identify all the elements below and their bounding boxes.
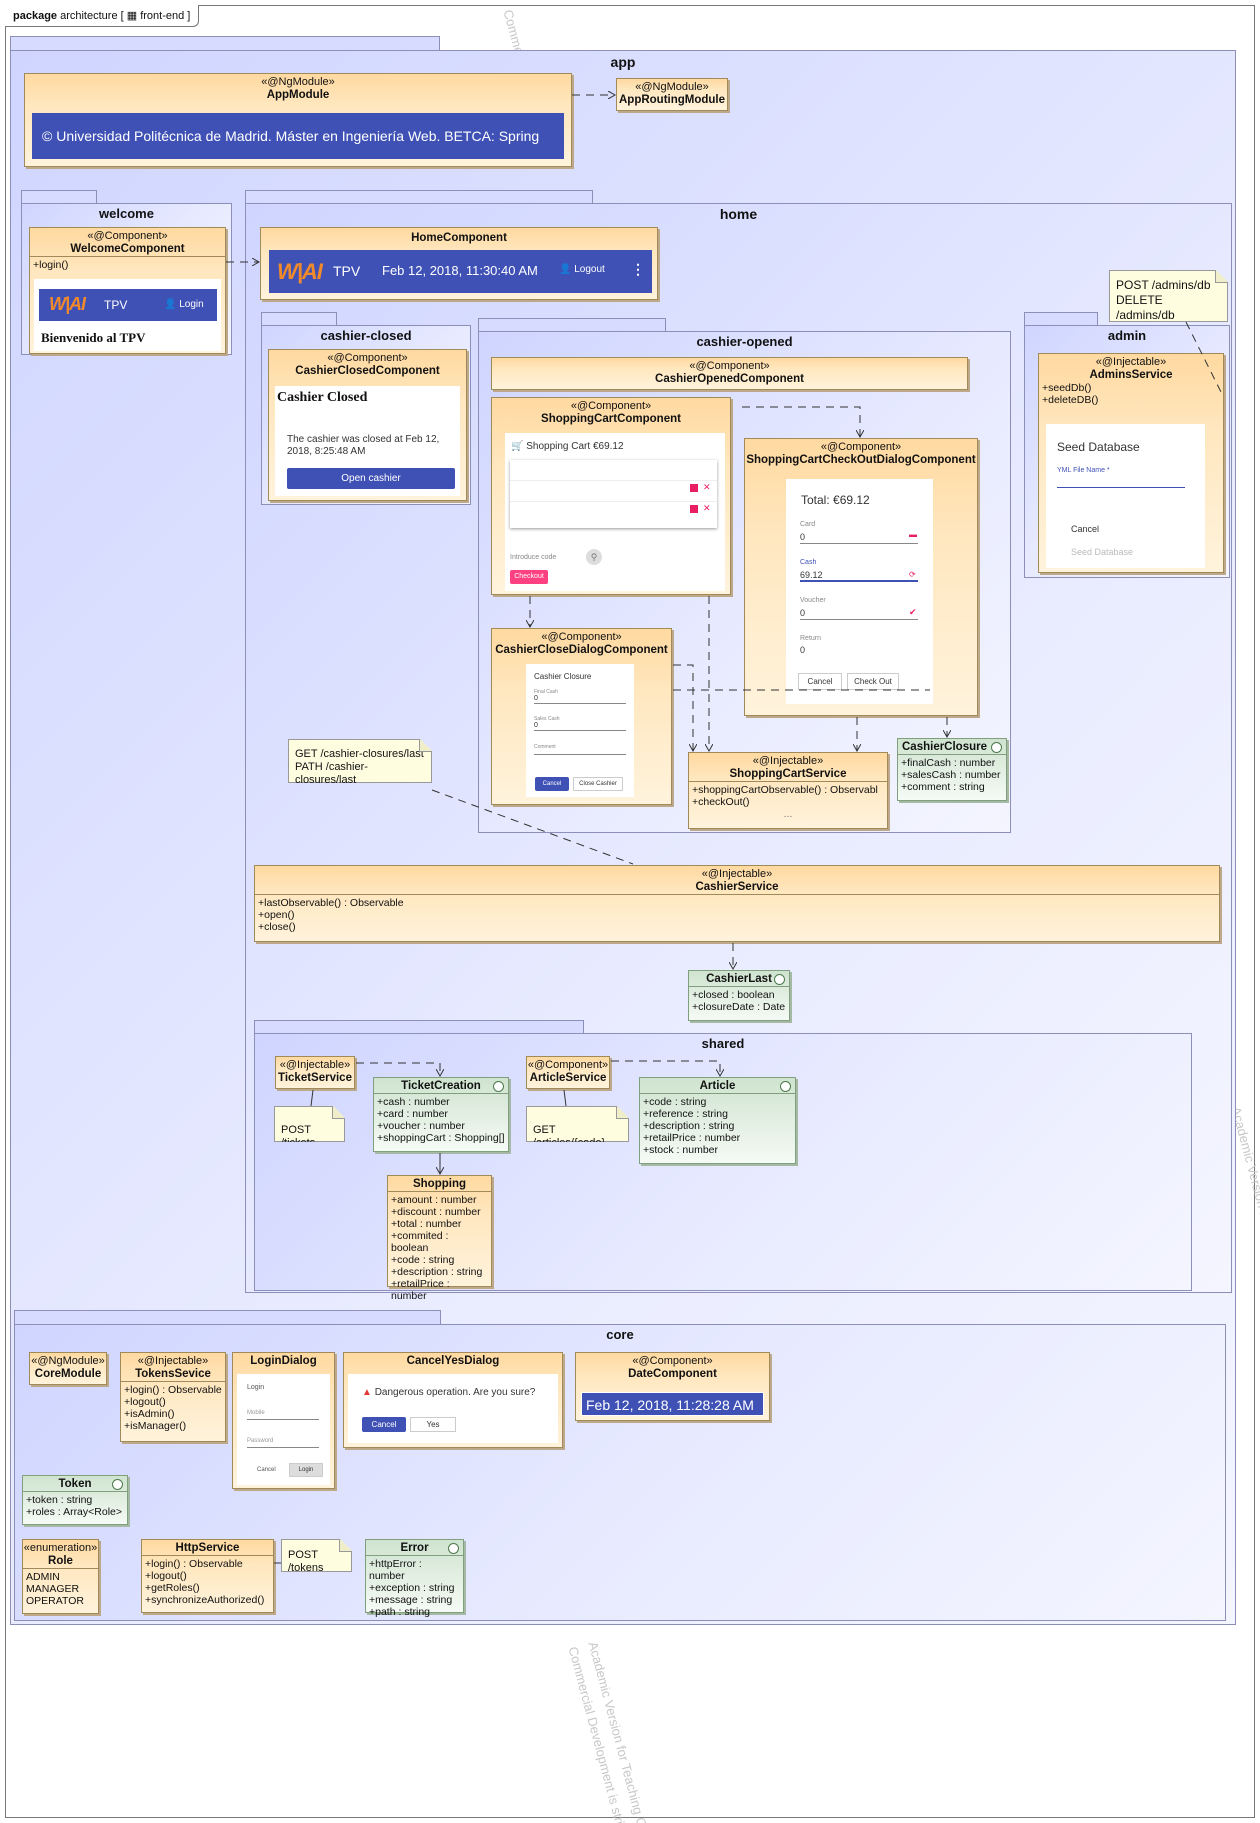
- login-cancel-button[interactable]: Cancel: [257, 1467, 276, 1473]
- home-logout-button[interactable]: 👤 Logout: [559, 264, 605, 275]
- diagram-frame-header: package architecture [ ▦ front-end ]: [5, 5, 200, 27]
- home-date: Feb 12, 2018, 11:30:40 AM: [382, 263, 538, 278]
- frame-name: architecture: [60, 10, 118, 22]
- close-cashier-button[interactable]: Close Cashier: [573, 777, 623, 791]
- yml-file-field[interactable]: [1057, 476, 1185, 488]
- checkout-total: Total: €69.12: [801, 493, 870, 507]
- dialog-cancel-button[interactable]: Cancel: [362, 1417, 406, 1432]
- user-icon: 👤: [559, 264, 572, 275]
- diagram-frame: [5, 5, 1255, 1818]
- return-value: 0: [800, 645, 806, 655]
- note-cashier-endpoints: GET /cashier-closures/last PATH /cashier…: [288, 739, 432, 783]
- comment-field[interactable]: Comment: [534, 744, 626, 755]
- close-dialog-cancel-button[interactable]: Cancel: [535, 777, 569, 791]
- user-icon: 👤: [164, 299, 177, 310]
- cashier-closed-component-class[interactable]: «@Component»CashierClosedComponent Cashi…: [268, 349, 467, 501]
- checkout-button[interactable]: Checkout: [510, 570, 548, 584]
- note-tickets: POST /tickets: [274, 1106, 345, 1142]
- core-module-class[interactable]: «@NgModule»CoreModule: [29, 1352, 107, 1385]
- package-tab-core: [14, 1310, 441, 1325]
- app-module-class[interactable]: «@NgModule»AppModule © Universidad Polit…: [24, 73, 572, 167]
- shopping-class[interactable]: Shopping +amount : number +discount : nu…: [387, 1175, 492, 1302]
- login-submit-button[interactable]: Login: [289, 1463, 323, 1477]
- refresh-icon[interactable]: ⟳: [909, 570, 916, 579]
- warning-icon: ▲: [362, 1387, 372, 1398]
- package-app-title: app: [610, 54, 636, 70]
- frame-keyword: package: [13, 10, 58, 22]
- card-icon: ▬: [909, 530, 917, 539]
- package-tab-app: [10, 36, 440, 51]
- more-menu-icon[interactable]: ⋮: [631, 261, 645, 277]
- checkout-cancel-button[interactable]: Cancel: [798, 673, 842, 690]
- cashier-last-class[interactable]: CashierLast +closed : boolean +closureDa…: [688, 970, 790, 1021]
- checkout-submit-button[interactable]: Check Out: [847, 673, 899, 690]
- open-cashier-button[interactable]: Open cashier: [287, 468, 455, 489]
- admins-service-class[interactable]: «@Injectable»AdminsService +seedDb() +de…: [1038, 353, 1224, 573]
- sales-cash-field[interactable]: 0: [534, 722, 626, 731]
- welcome-text: Bienvenido al TPV: [41, 330, 146, 345]
- checkout-dialog-component-class[interactable]: «@Component»ShoppingCartCheckOutDialogCo…: [744, 438, 978, 716]
- package-tab-shared: [254, 1020, 584, 1034]
- package-tab-cashier-opened: [478, 318, 666, 332]
- note-tokens: POST /tokens: [281, 1539, 352, 1572]
- welcome-login-button[interactable]: 👤 Login: [164, 299, 204, 310]
- final-cash-field[interactable]: 0: [534, 695, 626, 704]
- check-circle-icon[interactable]: ✔: [909, 607, 917, 617]
- package-tab-cashier-closed: [261, 312, 337, 326]
- package-tab-admin: [1024, 312, 1098, 326]
- card-field[interactable]: 0: [800, 532, 918, 544]
- note-admin-endpoints: POST /admins/db DELETE /admins/db: [1109, 270, 1228, 322]
- welcome-toolbar: W|AI TPV 👤 Login: [39, 289, 217, 321]
- package-tab-welcome: [21, 190, 97, 204]
- cashier-closure-class[interactable]: CashierClosure +finalCash : number +sale…: [897, 738, 1007, 801]
- upm-logo-icon: W|AI: [49, 294, 86, 314]
- search-icon[interactable]: ⚲: [586, 549, 602, 565]
- check-icon[interactable]: [690, 505, 698, 513]
- app-module-banner: © Universidad Politécnica de Madrid. Más…: [32, 113, 564, 159]
- cancel-yes-dialog-class[interactable]: CancelYesDialog ▲ Dangerous operation. A…: [343, 1352, 563, 1448]
- cart-icon: 🛒: [511, 441, 524, 452]
- upm-logo-icon: W|AI: [277, 259, 323, 284]
- home-toolbar: W|AI TPV Feb 12, 2018, 11:30:40 AM 👤 Log…: [269, 250, 652, 293]
- cashier-service-class[interactable]: «@Injectable»CashierService +lastObserva…: [254, 865, 1220, 942]
- dialog-yes-button[interactable]: Yes: [410, 1417, 456, 1432]
- cart-table: ✕ ✕: [510, 460, 717, 528]
- shopping-cart-service-class[interactable]: «@Injectable»ShoppingCartService +shoppi…: [688, 752, 888, 829]
- seed-database-button[interactable]: Seed Database: [1071, 547, 1134, 557]
- cashier-opened-component-class[interactable]: «@Component»CashierOpenedComponent: [491, 357, 968, 390]
- check-icon[interactable]: [690, 484, 698, 492]
- error-class[interactable]: Error +httpError : number +exception : s…: [365, 1539, 464, 1618]
- date-component-class[interactable]: «@Component»DateComponent Feb 12, 2018, …: [575, 1352, 770, 1421]
- close-icon[interactable]: ✕: [703, 482, 711, 492]
- ticket-service-class[interactable]: «@Injectable»TicketService: [275, 1056, 355, 1089]
- cash-field[interactable]: 69.12: [800, 570, 918, 582]
- shopping-cart-component-class[interactable]: «@Component»ShoppingCartComponent 🛒 Shop…: [491, 397, 731, 595]
- app-module-name: AppModule: [266, 89, 330, 101]
- close-icon[interactable]: ✕: [703, 503, 711, 513]
- login-dialog-class[interactable]: LoginDialog Login Mobile Password Cancel…: [232, 1352, 335, 1489]
- role-enum[interactable]: «enumeration»Role ADMIN MANAGER OPERATOR: [22, 1539, 99, 1614]
- package-tab-home: [245, 190, 593, 204]
- note-articles: GET /articles/{code}: [526, 1106, 629, 1142]
- password-field[interactable]: Password: [247, 1438, 319, 1448]
- voucher-field[interactable]: 0: [800, 608, 918, 620]
- article-service-class[interactable]: «@Component»ArticleService: [526, 1056, 610, 1089]
- welcome-component-class[interactable]: «@Component»WelcomeComponent +login() W|…: [29, 227, 226, 354]
- home-component-class[interactable]: HomeComponent W|AI TPV Feb 12, 2018, 11:…: [260, 227, 658, 300]
- tokens-service-class[interactable]: «@Injectable»TokensSevice +login() : Obs…: [120, 1352, 226, 1442]
- mobile-field[interactable]: Mobile: [247, 1410, 319, 1420]
- seed-cancel-button[interactable]: Cancel: [1071, 524, 1100, 534]
- frame-diagram-label: front-end: [140, 10, 185, 22]
- article-class[interactable]: Article +code : string +reference : stri…: [639, 1077, 796, 1164]
- token-class[interactable]: Token +token : string +roles : Array<Rol…: [22, 1475, 128, 1525]
- date-display: Feb 12, 2018, 11:28:28 AM: [581, 1392, 764, 1416]
- ticket-creation-class[interactable]: TicketCreation +cash : number +card : nu…: [373, 1077, 509, 1152]
- app-routing-module-class[interactable]: «@NgModule»AppRoutingModule: [616, 78, 728, 111]
- cashier-close-dialog-component-class[interactable]: «@Component»CashierCloseDialogComponent …: [491, 628, 672, 805]
- http-service-class[interactable]: HttpService +login() : Observable +logou…: [141, 1539, 274, 1613]
